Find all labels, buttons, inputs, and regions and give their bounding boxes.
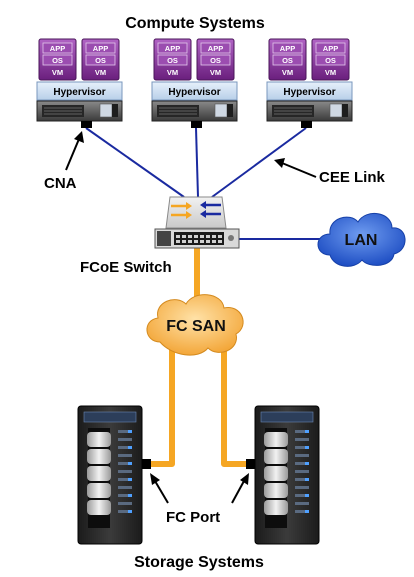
cee-link-label: CEE Link <box>319 169 386 186</box>
os-label: OS <box>210 56 221 65</box>
vm-1-1: APP OS VM <box>38 38 77 81</box>
fc-port-1 <box>142 459 151 469</box>
hypervisor-label: Hypervisor <box>283 87 335 98</box>
app-label: APP <box>93 44 108 53</box>
fcoe-switch <box>154 196 240 249</box>
storage-system-2 <box>254 405 320 545</box>
vm-3-1: APP OS VM <box>268 38 307 81</box>
vm-2-1: APP OS VM <box>153 38 192 81</box>
vm-1-2: APP OS VM <box>81 38 120 81</box>
fc-port-2 <box>246 459 255 469</box>
diagram-title: Compute Systems <box>125 15 265 32</box>
hypervisor-label: Hypervisor <box>168 87 220 98</box>
cna-port <box>81 121 92 128</box>
vm-2-2: APP OS VM <box>196 38 235 81</box>
fc-links <box>149 248 248 467</box>
compute-host-2: APP OS VM APP OS VM Hypervisor <box>151 38 238 128</box>
ethernet-links <box>85 127 325 240</box>
vm-3-2: APP OS VM <box>311 38 350 81</box>
app-label: APP <box>280 44 295 53</box>
app-label: APP <box>208 44 223 53</box>
ethernet-arrows-icon <box>200 201 221 218</box>
server-chassis <box>36 100 123 122</box>
fc-san-cloud <box>146 294 244 356</box>
switch-led <box>228 235 234 241</box>
fc-arrows-icon <box>171 202 192 219</box>
cee-link-host-1 <box>85 127 185 198</box>
app-label: APP <box>323 44 338 53</box>
compute-host-3: APP OS VM APP OS VM Hypervisor <box>266 38 353 128</box>
cna-port <box>301 121 312 128</box>
fc-link-storage-1 <box>149 348 175 467</box>
vm-label: VM <box>210 68 221 77</box>
fc-link-storage-2 <box>221 348 248 467</box>
diagram-footer: Storage Systems <box>134 554 264 571</box>
os-label: OS <box>167 56 178 65</box>
cna-port <box>191 121 202 128</box>
server-chassis <box>266 100 353 122</box>
vm-label: VM <box>167 68 178 77</box>
cee-link-host-3 <box>211 127 307 198</box>
os-label: OS <box>52 56 63 65</box>
app-label: APP <box>165 44 180 53</box>
hypervisor-bar <box>36 81 123 101</box>
cna-arrow <box>65 131 84 171</box>
vm-label: VM <box>282 68 293 77</box>
fc-port-label: FC Port <box>166 509 220 526</box>
hypervisor-bar <box>151 81 238 101</box>
vm-label: VM <box>325 68 336 77</box>
vm-label: VM <box>52 68 63 77</box>
os-label: OS <box>95 56 106 65</box>
fc-port-arrow-right <box>231 473 249 504</box>
os-label: OS <box>282 56 293 65</box>
server-chassis <box>151 100 238 122</box>
hypervisor-bar <box>266 81 353 101</box>
lan-label: LAN <box>345 232 378 249</box>
fc-san-label: FC SAN <box>166 318 226 335</box>
fcoe-switch-label: FCoE Switch <box>80 259 172 276</box>
os-label: OS <box>325 56 336 65</box>
switch-ports <box>174 232 224 245</box>
cna-label: CNA <box>44 175 77 192</box>
cee-link-arrow <box>274 158 317 178</box>
switch-top <box>165 196 227 229</box>
vm-label: VM <box>95 68 106 77</box>
storage-system-1 <box>77 405 143 545</box>
app-label: APP <box>50 44 65 53</box>
hypervisor-label: Hypervisor <box>53 87 105 98</box>
cee-link-host-2 <box>195 127 199 198</box>
compute-host-1: APP OS VM APP OS VM Hypervisor <box>36 38 123 128</box>
lan-cloud <box>317 213 406 267</box>
fc-port-arrow-left <box>150 473 169 504</box>
